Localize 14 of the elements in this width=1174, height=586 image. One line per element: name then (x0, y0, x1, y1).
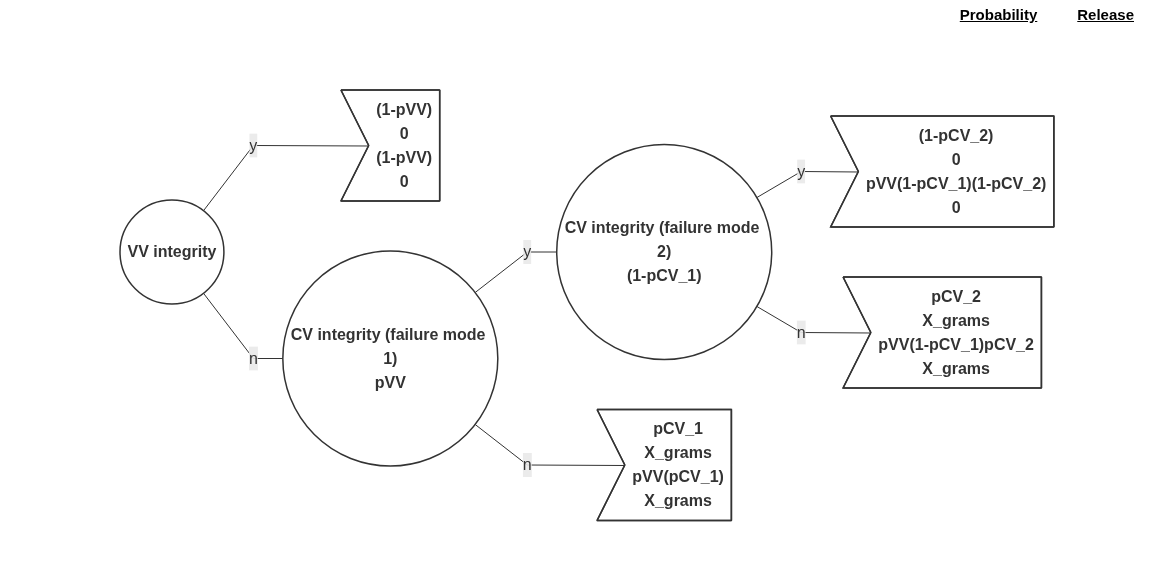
node-circle: VV integrity (119, 199, 225, 305)
node-circle: CV integrity (failure mode 1) pVV (282, 250, 499, 467)
edge-label: n (522, 455, 532, 473)
connector (474, 423, 626, 466)
column-heading: Probability (959, 6, 1038, 25)
edge-label: y (249, 136, 258, 154)
edge-label: n (248, 349, 258, 367)
connector (474, 251, 558, 293)
edge-label: n (796, 323, 806, 341)
connector (203, 292, 284, 359)
column-heading: Release (1077, 6, 1134, 25)
node-circle: CV integrity (failure mode 2) (1-pCV_1) (556, 143, 773, 360)
edge-label: y (797, 162, 806, 180)
edge-label: y (523, 242, 532, 260)
